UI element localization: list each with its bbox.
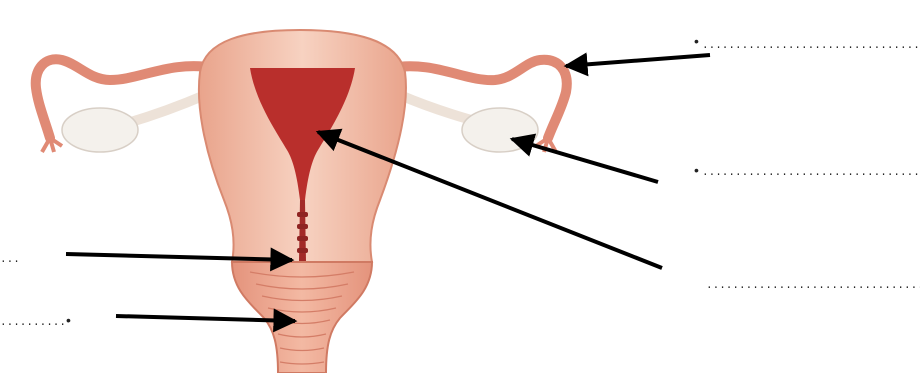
blank-left-lower: .......... xyxy=(0,317,66,329)
bullet-left-lower: • xyxy=(66,312,71,328)
arrow-to-tube xyxy=(566,55,710,66)
blank-lower-right: ........................................… xyxy=(706,280,920,292)
arrow-to-ovary xyxy=(512,139,658,182)
blank-mid-right: ........................................… xyxy=(702,167,920,179)
left-ovary xyxy=(62,108,138,152)
bullet-top-right: • xyxy=(694,33,699,49)
vaginal-canal xyxy=(232,262,372,373)
bullet-mid-right: • xyxy=(694,162,699,178)
blank-left-upper: ... xyxy=(0,254,20,266)
blank-top-right: ........................................… xyxy=(702,40,920,52)
reproductive-organ-illustration xyxy=(36,30,567,373)
right-ovary xyxy=(462,108,538,152)
